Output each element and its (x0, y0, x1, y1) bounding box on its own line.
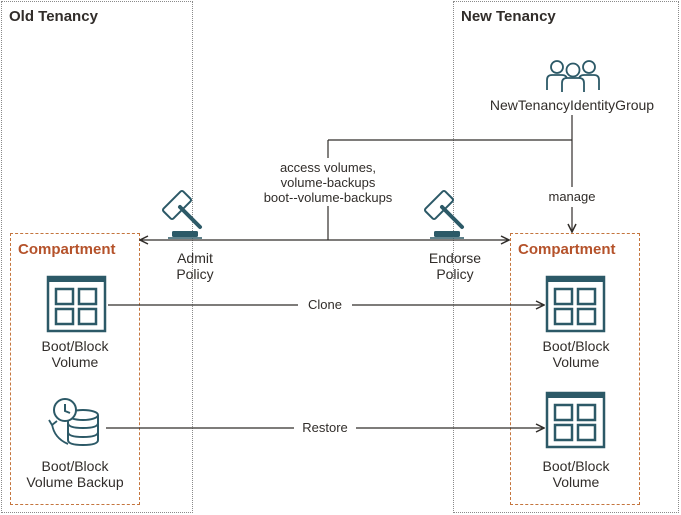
new-volume-icon-1 (545, 275, 606, 333)
admit-line-1: Admit (177, 250, 213, 266)
admit-gavel-icon (161, 189, 202, 239)
old-volume-line-2: Volume (51, 354, 99, 370)
admit-line-2: Policy (176, 266, 214, 282)
group-label: NewTenancyIdentityGroup (489, 97, 655, 113)
permissions-connector (327, 139, 572, 240)
admit-policy-label: Admit Policy (160, 250, 230, 282)
endorse-gavel-icon (423, 189, 464, 239)
old-volume-line-1: Boot/Block (41, 338, 109, 354)
old-compartment (10, 233, 140, 505)
new-volume1-line-2: Volume (552, 354, 600, 370)
endorse-policy-label: Endorse Policy (420, 250, 490, 282)
old-volume-label: Boot/Block Volume (18, 338, 132, 370)
old-compartment-title: Compartment (18, 241, 116, 258)
clone-label: Clone (298, 297, 352, 312)
permission-line-3: boot--volume-backups (263, 190, 393, 205)
permissions-label: access volumes, volume-backups boot--vol… (236, 160, 420, 205)
new-volume2-line-2: Volume (552, 474, 600, 490)
restore-label: Restore (294, 420, 356, 435)
new-tenancy-container (453, 1, 679, 513)
permission-line-1: access volumes, (279, 160, 377, 175)
old-backup-line-2: Volume Backup (26, 474, 124, 490)
new-compartment (510, 233, 640, 505)
old-backup-line-1: Boot/Block (41, 458, 109, 474)
new-compartment-title: Compartment (518, 241, 616, 258)
new-volume-label-1: Boot/Block Volume (518, 338, 634, 370)
old-backup-label: Boot/Block Volume Backup (12, 458, 138, 490)
volume-backup-icon (48, 398, 99, 447)
endorse-line-1: Endorse (428, 250, 482, 266)
new-volume2-line-1: Boot/Block (542, 458, 610, 474)
new-volume-icon-2 (545, 391, 606, 449)
new-tenancy-title: New Tenancy (461, 8, 556, 25)
old-tenancy-title: Old Tenancy (9, 8, 98, 25)
new-volume1-line-1: Boot/Block (542, 338, 610, 354)
manage-label: manage (542, 189, 602, 204)
user-group-icon (546, 60, 600, 92)
old-tenancy-container (1, 1, 193, 513)
old-volume-icon (46, 275, 107, 333)
endorse-line-2: Policy (436, 266, 474, 282)
permission-line-2: volume-backups (280, 175, 376, 190)
new-volume-label-2: Boot/Block Volume (518, 458, 634, 490)
